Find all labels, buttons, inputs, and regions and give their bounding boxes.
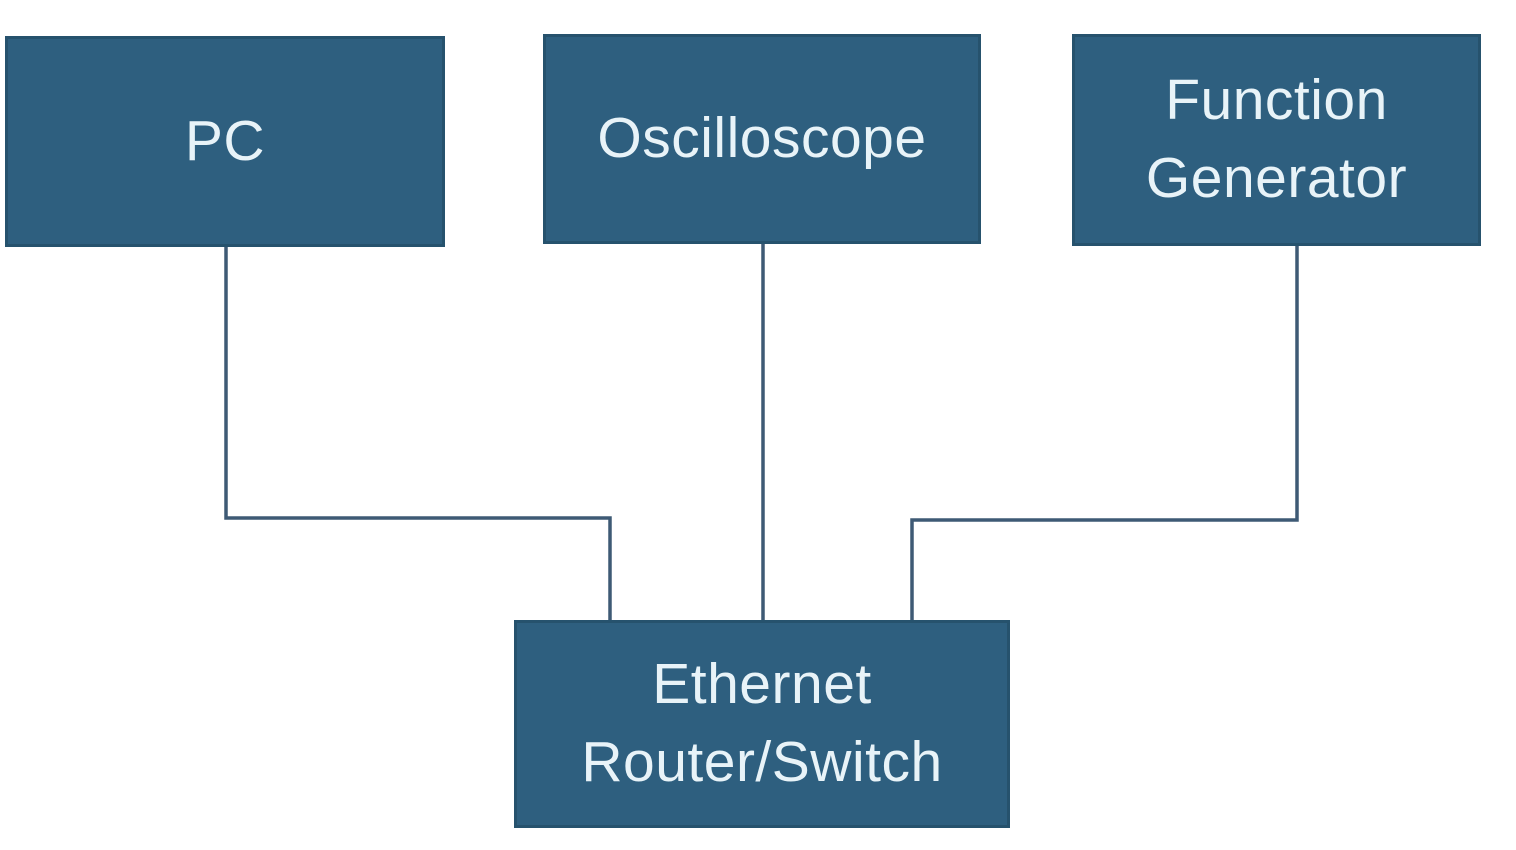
- edge-function-generator-to-router: [910, 245, 1299, 622]
- node-ethernet-router-switch: Ethernet Router/Switch: [514, 620, 1010, 828]
- node-function-generator: Function Generator: [1072, 34, 1481, 246]
- node-pc-label: PC: [184, 108, 266, 173]
- node-function-generator-label: Function Generator: [1145, 68, 1408, 210]
- node-oscilloscope-label: Oscilloscope: [597, 106, 927, 171]
- node-pc: PC: [5, 36, 445, 247]
- node-oscilloscope: Oscilloscope: [543, 34, 981, 244]
- edge-pc-to-router: [224, 246, 612, 622]
- node-ethernet-router-switch-label: Ethernet Router/Switch: [581, 652, 943, 794]
